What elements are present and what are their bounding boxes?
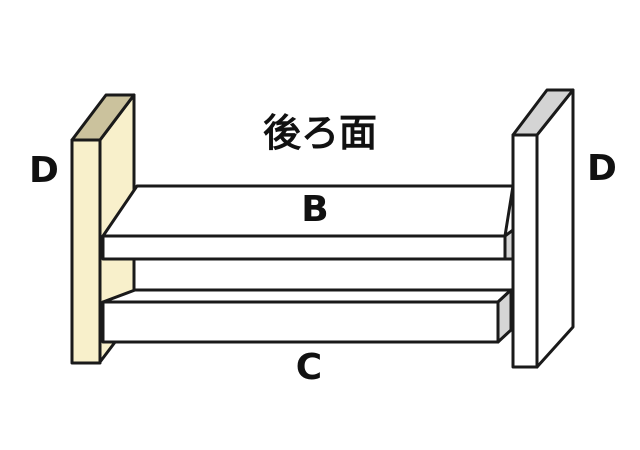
right-panel [511,88,575,369]
label-right-panel: D [587,148,617,189]
diagram-title: 後ろ面 [263,111,377,155]
board-c-front-face [101,300,500,344]
left-panel-edge-face [70,138,102,365]
right-panel-edge-face [511,133,539,369]
label-board-b: B [301,189,328,230]
label-board-c: C [296,347,322,388]
board-b [101,184,515,261]
board-b-front-face [101,234,507,261]
right-panel-side-face [535,88,575,369]
board-c-top-face [101,288,513,304]
board-c [101,288,513,344]
label-left-panel: D [29,150,59,191]
